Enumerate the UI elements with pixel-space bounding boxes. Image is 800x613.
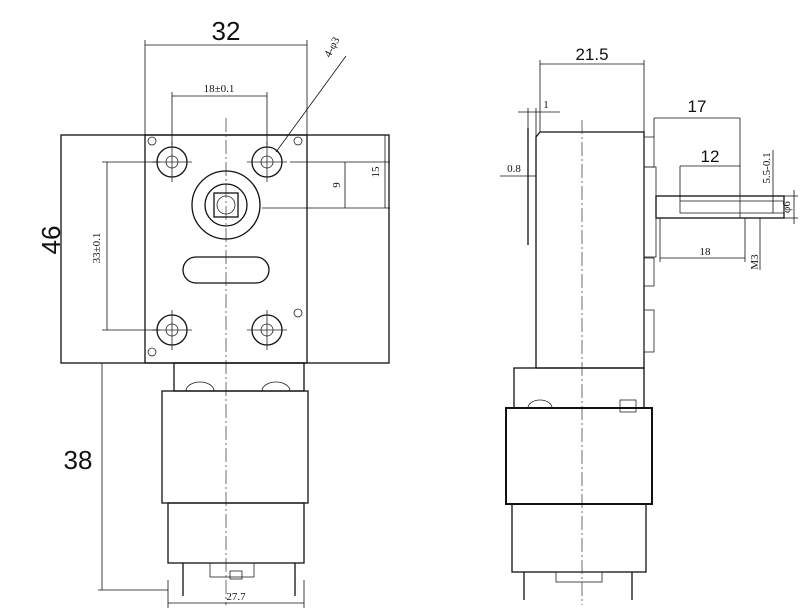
slot	[182, 256, 270, 284]
dim-width-32: 32	[212, 16, 241, 46]
dim-hole-spacing-h: 18±0.1	[204, 83, 235, 95]
front-view: 32 18±0.1 4-φ3 46 33±0.1 9 15 38 27.	[36, 16, 390, 608]
dim-shaft-offset-15: 15	[370, 166, 382, 178]
dim-body-depth: 21.5	[575, 45, 608, 64]
side-view: 21.5 1 0.8 17 12 5.5-0.1 φ6 18 M3	[500, 45, 798, 605]
screw-top-left	[147, 136, 157, 146]
dim-hole-spacing-v: 33±0.1	[91, 233, 103, 264]
hole-callout-leader	[275, 55, 347, 153]
dim-shaft-diameter: φ6	[781, 201, 793, 213]
output-shaft	[655, 195, 785, 219]
dim-plate-thickness: 0.8	[507, 163, 521, 175]
output-shaft-boss	[191, 170, 261, 240]
dim-thread-length: 18	[700, 246, 712, 258]
mounting-hole-top-right	[247, 142, 287, 182]
screw-top-right	[293, 136, 303, 146]
dim-flat-depth: 5.5-0.1	[761, 152, 773, 183]
dim-flat-length: 12	[701, 147, 720, 166]
screw-bottom-left	[147, 347, 157, 357]
dim-motor-length-38: 38	[64, 445, 93, 475]
dim-shaft-total: 17	[688, 97, 707, 116]
screw-bottom-right	[293, 308, 303, 318]
dim-height-46: 46	[36, 226, 66, 255]
dim-offset-1: 1	[543, 99, 549, 111]
dim-shaft-offset-9: 9	[331, 182, 343, 188]
mounting-hole-bottom-right	[247, 310, 287, 350]
dim-thread-size: M3	[749, 254, 761, 270]
dim-motor-width: 27.7	[226, 591, 246, 603]
